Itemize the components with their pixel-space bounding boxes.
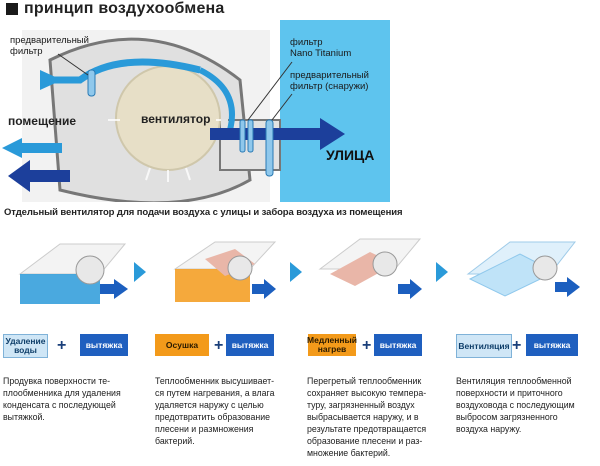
action-label-exhaust-1: вытяжка [80, 334, 128, 356]
unit-illustration-3 [318, 238, 422, 299]
page-title: принцип воздухообмена [24, 0, 225, 17]
unit-illustration-1 [18, 243, 128, 304]
action-label-exhaust-2: вытяжка [226, 334, 274, 356]
room-label: помещение [8, 114, 77, 128]
action-label-exhaust-4: вытяжка [526, 334, 578, 356]
outer-prefilter [265, 119, 274, 177]
prefilter-label: предварительный фильтр [10, 35, 89, 57]
arrow-next-3 [436, 262, 448, 282]
outer-prefilter-label: предварительный фильтр (снаружи) [290, 70, 369, 92]
unit-illustration-2 [173, 241, 277, 302]
nano-filter-label: фильтр Nano Titanium [290, 37, 352, 59]
mode-label-water-removal: Удаление воды [3, 334, 48, 358]
header-bullet-square [6, 3, 18, 15]
prefilter [87, 69, 96, 97]
arrow-next-2 [290, 262, 302, 282]
mode-label-drying: Осушка [155, 334, 209, 356]
recirc-flow [198, 67, 235, 131]
exhaust-duct-flow [210, 128, 320, 140]
mode-label-slow-heating: Медленный нагрев [307, 334, 357, 356]
mode-label-ventilation: Вентиляция [456, 334, 512, 358]
arrow-to-street [320, 118, 345, 150]
arrow-out-room [2, 138, 22, 158]
mode-desc-water-removal: Продувка поверхности те- плообменника дл… [3, 376, 121, 422]
arrow-dark-room [8, 160, 30, 192]
diagram-subtitle: Отдельный вентилятор для подачи воздуха … [4, 207, 403, 218]
plus-sign-3: + [362, 337, 372, 354]
mode-illustrations [18, 238, 580, 304]
mode-desc-ventilation: Вентиляция теплообменной поверхности и п… [456, 376, 575, 434]
fan-label: вентилятор [141, 112, 211, 126]
mode-desc-drying: Теплообменник высушивает- ся путем нагре… [155, 376, 275, 446]
unit-illustration-4 [466, 241, 580, 297]
plus-sign-1: + [57, 337, 67, 354]
section-header: принцип воздухообмена [6, 0, 225, 18]
action-label-exhaust-3: вытяжка [374, 334, 422, 356]
plus-sign-2: + [214, 337, 224, 354]
nano-filter [239, 119, 246, 153]
mode-desc-slow-heating: Перегретый теплообменник сохраняет высок… [307, 376, 427, 458]
street-panel [280, 20, 390, 202]
air-exchange-diagram [2, 20, 390, 202]
intake-flow [40, 58, 201, 84]
arrow-in-room [40, 70, 62, 90]
arrow-next-1 [134, 262, 146, 282]
street-label: УЛИЦА [326, 147, 375, 163]
plus-sign-4: + [512, 337, 522, 354]
